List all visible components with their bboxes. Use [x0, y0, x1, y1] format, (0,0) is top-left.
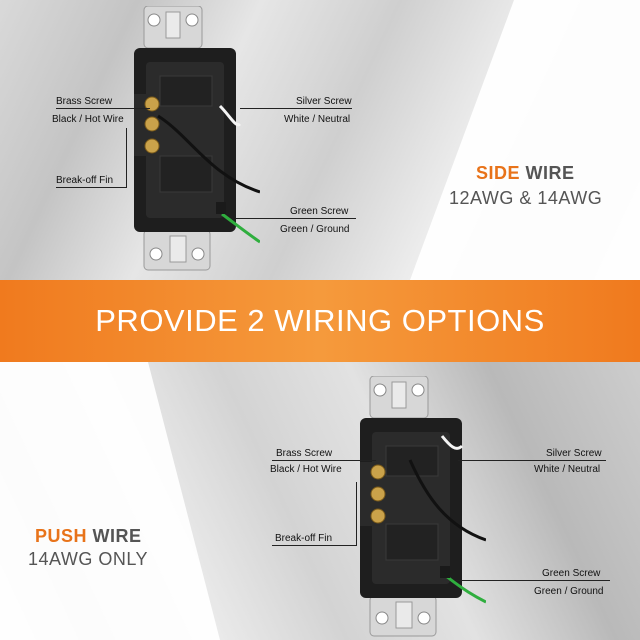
side-heading-rest: WIRE [525, 163, 575, 183]
push-green-screw-label: Green Screw [542, 568, 601, 579]
push-breakoff-leader-h [272, 545, 356, 546]
side-green-screw-label: Green Screw [290, 206, 349, 217]
push-brass-screw-label: Brass Screw [276, 448, 333, 459]
push-black-hot-label: Black / Hot Wire [270, 464, 342, 475]
push-wire-panel: Brass Screw Black / Hot Wire Break-off F… [0, 362, 640, 640]
side-brass-screw-label: Brass Screw [56, 96, 113, 107]
push-green-screw-leader [456, 580, 610, 581]
side-breakoff-leader-v [126, 128, 127, 188]
push-wire-gauge: 14AWG ONLY [28, 549, 149, 569]
push-breakoff-leader-v [356, 482, 357, 546]
side-white-neutral-label: White / Neutral [284, 114, 351, 125]
side-wire-heading: SIDE WIRE [476, 163, 575, 184]
banner: PROVIDE 2 WIRING OPTIONS [0, 280, 640, 362]
push-silver-screw-label: Silver Screw [546, 448, 602, 459]
side-breakoff-label: Break-off Fin [56, 175, 114, 186]
push-breakoff-label: Break-off Fin [275, 533, 333, 544]
side-wire-panel: Brass Screw Black / Hot Wire Break-off F… [0, 0, 640, 280]
push-wire-heading: PUSH WIRE [35, 526, 142, 547]
white-accent-shape [410, 0, 640, 280]
side-wire-gauge: 12AWG & 14AWG [449, 188, 603, 208]
push-green-ground-label: Green / Ground [534, 586, 604, 597]
side-black-hot-label: Black / Hot Wire [52, 114, 124, 125]
push-brass-screw-leader [272, 460, 376, 461]
push-silver-screw-leader [458, 460, 606, 461]
side-brass-screw-leader [56, 108, 150, 109]
push-heading-rest: WIRE [92, 526, 142, 546]
push-heading-accent: PUSH [35, 526, 88, 546]
side-heading-accent: SIDE [476, 163, 521, 183]
white-accent-shape [0, 362, 220, 640]
side-silver-screw-leader [240, 108, 352, 109]
side-green-screw-leader [236, 218, 356, 219]
side-silver-screw-label: Silver Screw [296, 96, 352, 107]
banner-title: PROVIDE 2 WIRING OPTIONS [95, 303, 545, 338]
receptacle-side-wire-image [134, 6, 260, 271]
push-white-neutral-label: White / Neutral [534, 464, 601, 475]
side-green-ground-label: Green / Ground [280, 224, 350, 235]
side-breakoff-leader-h [56, 187, 126, 188]
receptacle-push-wire-image [360, 376, 486, 637]
